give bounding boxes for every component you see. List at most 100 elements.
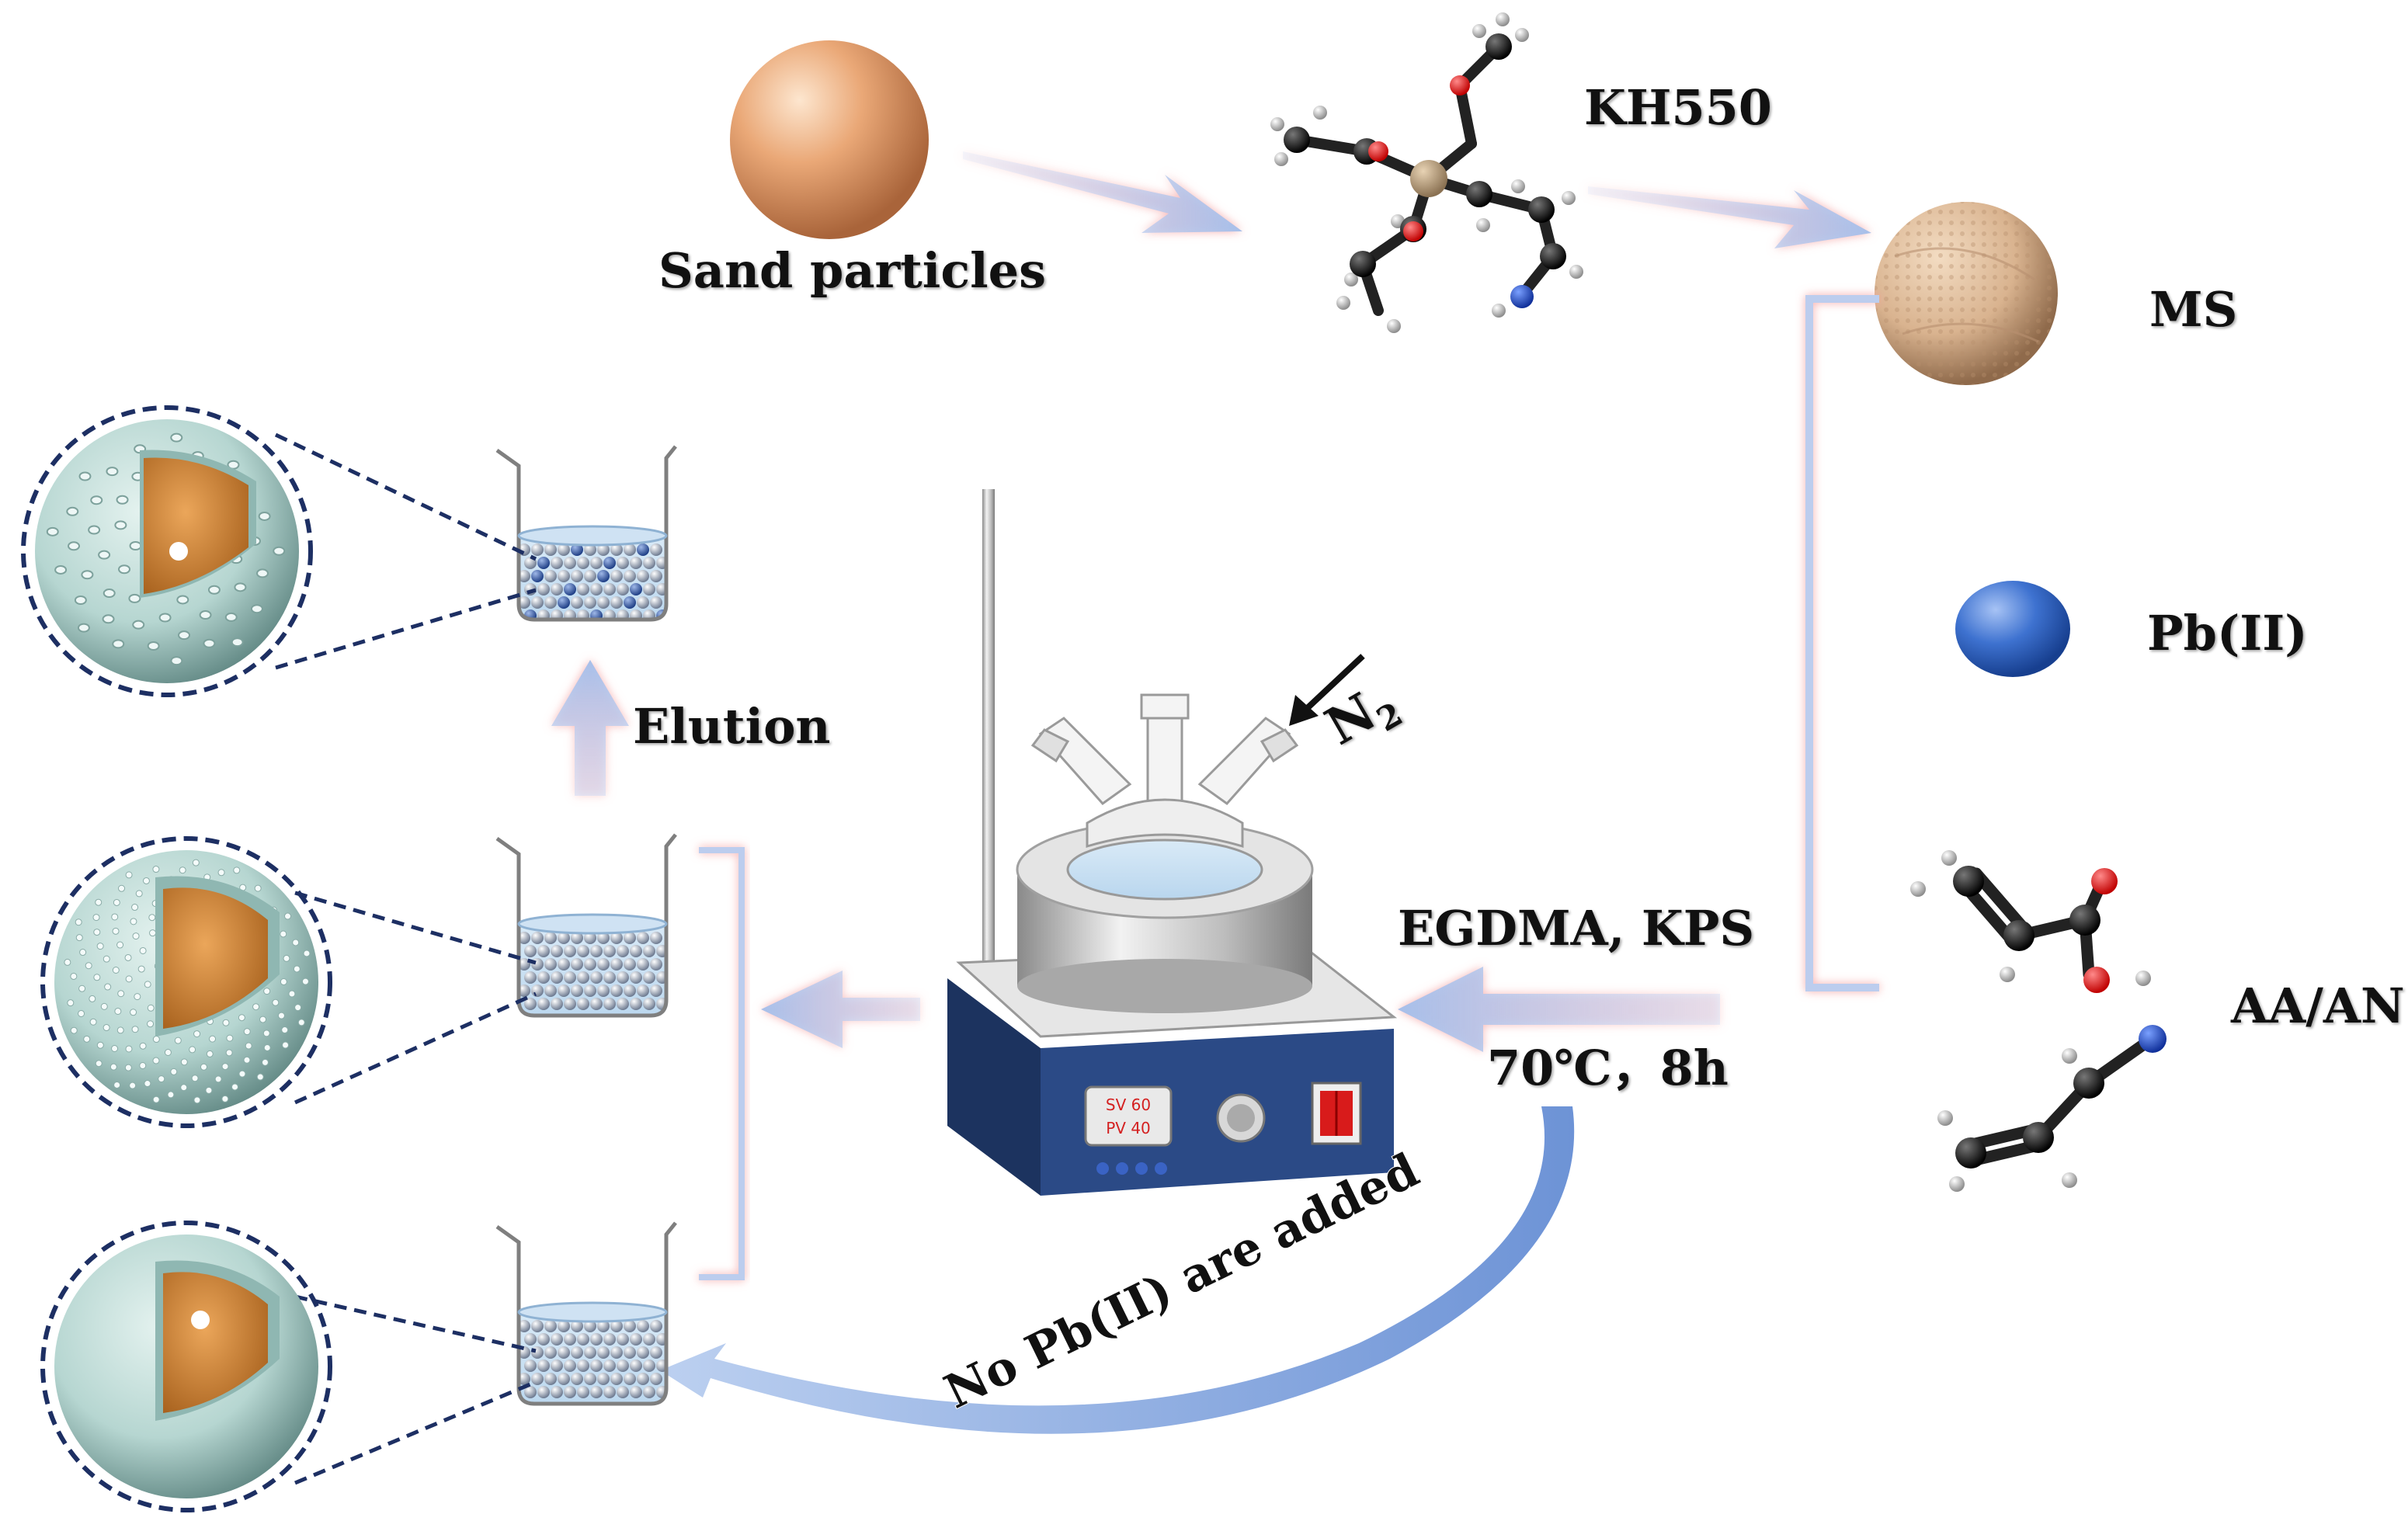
imprint-hole [78, 471, 92, 481]
bead [597, 984, 610, 997]
aa-an-label: AA/AN [2231, 978, 2405, 1034]
bead [650, 984, 662, 997]
surface-bump [148, 914, 156, 922]
surface-bump [113, 898, 120, 906]
surface-bump [116, 941, 124, 949]
bead [630, 971, 642, 984]
imprint-hole [258, 511, 271, 521]
surface-bump [158, 1075, 165, 1083]
bead [637, 958, 649, 971]
bead [590, 998, 603, 1010]
sand-particles-label: Sand particles [658, 242, 1046, 299]
bead [650, 570, 662, 582]
imprint-hole [118, 564, 131, 575]
imprint-hole [234, 582, 247, 592]
imprint-hole [132, 620, 145, 630]
bead [603, 998, 616, 1010]
surface-bump [259, 1016, 267, 1023]
display-sv: SV 60 [1106, 1096, 1151, 1114]
bead [537, 583, 550, 596]
bead [544, 596, 557, 609]
surface-bump [167, 1091, 175, 1099]
bead [630, 1359, 642, 1372]
reagent-bracket [1805, 295, 1879, 991]
surface-bump [191, 1075, 199, 1082]
bead [524, 1359, 537, 1372]
bead [643, 1386, 655, 1398]
bead [610, 984, 623, 997]
imprint-hole [231, 637, 244, 648]
surface-bump [147, 1004, 155, 1012]
surface-bump [225, 1049, 233, 1057]
bead [637, 1373, 649, 1385]
imprint-hole [114, 520, 127, 530]
bead [544, 958, 557, 971]
imprint-hole [273, 546, 286, 556]
bead [624, 1320, 636, 1332]
surface-bump [113, 1081, 121, 1089]
bead [571, 596, 583, 609]
imprint-hole [207, 585, 221, 595]
bead [624, 596, 636, 609]
arrow-kh550-to-ms [1588, 186, 1871, 248]
imprint-hole [112, 639, 125, 649]
imprint-hole [178, 630, 191, 641]
bead [537, 971, 550, 984]
bead [584, 596, 596, 609]
bead [643, 1333, 655, 1346]
bead [531, 543, 544, 556]
bead [537, 1386, 550, 1398]
surface-bump [206, 1050, 214, 1057]
bead [637, 1346, 649, 1359]
bead [537, 1359, 550, 1372]
bead [624, 984, 636, 997]
imprint-hole [81, 570, 94, 580]
bead [524, 971, 537, 984]
bead [590, 1333, 603, 1346]
bead [617, 1386, 629, 1398]
surface-bump [117, 990, 125, 998]
hotplate-reactor: SV 60 PV 40 [947, 489, 1398, 1196]
surface-bump [217, 869, 225, 877]
surface-bump [104, 983, 112, 991]
surface-bump [288, 990, 296, 998]
bead [637, 596, 649, 609]
surface-bump [272, 998, 280, 1006]
surface-bump [152, 1096, 160, 1103]
imprint-hole [46, 526, 59, 536]
surface-bump [293, 965, 301, 973]
bead [597, 1346, 610, 1359]
surface-bump [130, 918, 137, 925]
surface-bump [238, 1070, 246, 1078]
bead [558, 570, 570, 582]
bead [564, 583, 576, 596]
beaker-mip [495, 833, 677, 1018]
bead [603, 971, 616, 984]
surface-bump [238, 1014, 245, 1022]
display-pv: PV 40 [1106, 1119, 1151, 1137]
imprint-hole [106, 467, 119, 477]
bead [650, 596, 662, 609]
surface-bump [192, 859, 200, 866]
bead [584, 570, 596, 582]
bead [610, 1373, 623, 1385]
surface-bump [100, 1002, 108, 1010]
surface-bump [92, 914, 100, 922]
bead [584, 984, 596, 997]
surface-bump [262, 1030, 270, 1037]
bead [597, 596, 610, 609]
bead [558, 958, 570, 971]
surface-bump [89, 995, 96, 1002]
surface-bump [294, 1004, 302, 1012]
surface-bump [301, 978, 309, 985]
imprint-hole [224, 612, 238, 622]
bead [531, 1373, 544, 1385]
display-buttons [1096, 1162, 1167, 1175]
curved-arrow-nip [660, 1106, 1575, 1434]
bead [624, 958, 636, 971]
bead [571, 984, 583, 997]
bead [650, 958, 662, 971]
bead [597, 958, 610, 971]
bead [650, 932, 662, 944]
ms-sphere [1875, 202, 2058, 385]
